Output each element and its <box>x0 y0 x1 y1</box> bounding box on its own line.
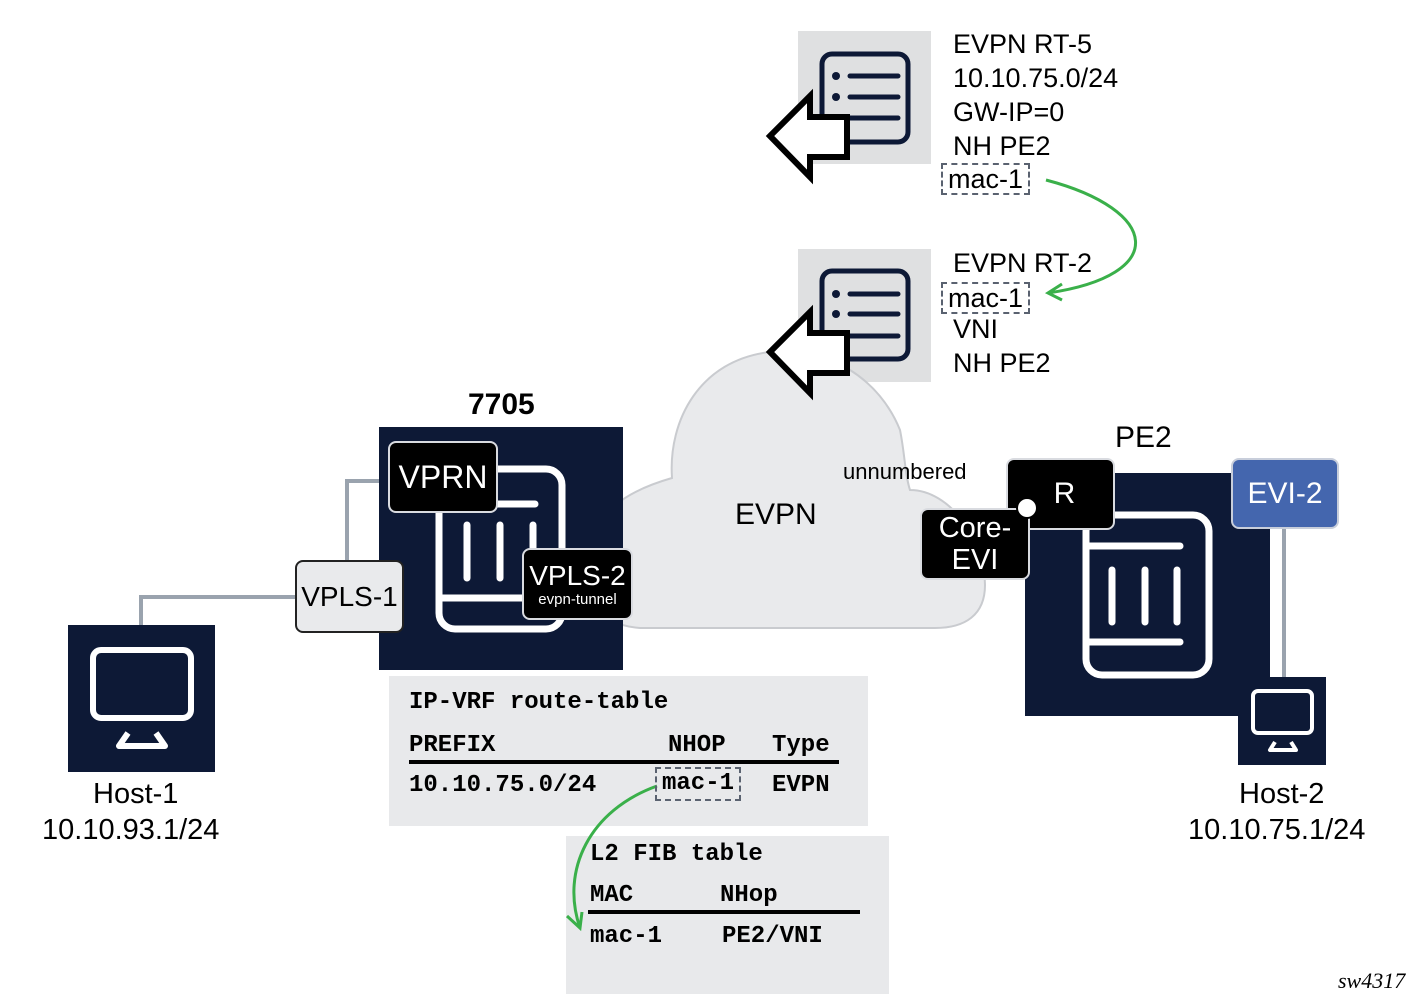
arrow-left-icon <box>765 304 850 401</box>
evi2-chip[interactable]: EVI-2 <box>1231 458 1339 529</box>
l2-fib-table-panel <box>566 836 889 994</box>
ip-vrf-table-title: IP-VRF route-table <box>409 689 669 716</box>
vpls1-label: VPLS-1 <box>301 580 398 612</box>
arrow-left-icon <box>765 88 850 185</box>
l2-fib-col-nhop: NHop <box>720 882 778 909</box>
core-evi-label-2: EVI <box>951 544 999 576</box>
rt5-mac: mac-1 <box>940 163 1031 195</box>
core-evi-label-1: Core- <box>938 512 1012 544</box>
rt2-line: NH PE2 <box>953 348 1051 378</box>
router-7705-label: 7705 <box>468 388 535 421</box>
evi2-label: EVI-2 <box>1247 476 1323 510</box>
host2-name: Host-2 <box>1239 778 1325 810</box>
l2-fib-header-rule <box>588 910 860 914</box>
l2-fib-col-mac: MAC <box>590 882 634 909</box>
link-host1-vpls1 <box>139 595 296 626</box>
vpls2-sublabel: evpn-tunnel <box>538 590 617 608</box>
rt2-line: VNI <box>953 314 999 344</box>
ip-vrf-col-nhop: NHOP <box>668 732 726 759</box>
ip-vrf-col-prefix: PREFIX <box>409 732 496 759</box>
unnumbered-label: unnumbered <box>843 459 967 484</box>
rt2-text: EVPN RT-2 <box>953 246 1092 280</box>
router-icon <box>1082 511 1213 679</box>
evpn-cloud <box>584 350 987 629</box>
rt2-title: EVPN RT-2 <box>953 248 1093 278</box>
r-label: R <box>1053 477 1076 510</box>
host2-ip: 10.10.75.1/24 <box>1188 814 1366 846</box>
ip-vrf-cell-type: EVPN <box>772 772 830 799</box>
link-vpls1-vprn <box>345 479 392 560</box>
ip-vrf-header-rule <box>409 760 839 764</box>
host1-ip: 10.10.93.1/24 <box>42 814 220 846</box>
vprn-chip[interactable]: VPRN <box>388 441 498 513</box>
mac-link-arrow <box>1045 178 1137 295</box>
l2-fib-table-title: L2 FIB table <box>590 841 763 868</box>
rt5-line: EVPN RT-5 <box>953 29 1093 59</box>
mac-link-arrow <box>572 784 658 929</box>
vpls2-chip[interactable]: VPLS-2 evpn-tunnel <box>522 548 633 620</box>
rt2-mac: mac-1 <box>940 282 1031 314</box>
ip-vrf-cell-nhop: mac-1 <box>654 767 742 801</box>
monitor-icon <box>90 647 194 749</box>
vprn-label: VPRN <box>398 458 488 495</box>
monitor-icon <box>1251 689 1314 752</box>
rt5-line: NH PE2 <box>953 131 1051 161</box>
vpls1-chip[interactable]: VPLS-1 <box>295 560 404 633</box>
pe2-label: PE2 <box>1115 421 1172 454</box>
cloud-label: EVPN <box>735 498 817 531</box>
figure-id: sw4317 <box>1338 968 1406 993</box>
rt5-text: EVPN RT-5 10.10.75.0/24 GW-IP=0 NH PE2 <box>953 27 1118 163</box>
route-list-icon <box>819 268 911 362</box>
r-chip[interactable]: R <box>1006 458 1115 530</box>
rt5-line: GW-IP=0 <box>953 97 1065 127</box>
l2-fib-cell-nhop: PE2/VNI <box>722 923 823 950</box>
arrowhead-icon <box>1044 282 1063 302</box>
ip-vrf-col-type: Type <box>772 732 830 759</box>
core-evi-chip[interactable]: Core- EVI <box>920 508 1030 580</box>
route-list-icon <box>819 51 911 145</box>
arrowhead-icon <box>565 911 584 932</box>
host1-name: Host-1 <box>93 778 179 810</box>
l2-fib-cell-mac: mac-1 <box>590 923 663 950</box>
vpls2-label: VPLS-2 <box>529 559 626 591</box>
connection-dot <box>1016 497 1038 519</box>
rt5-line: 10.10.75.0/24 <box>953 63 1119 93</box>
ip-vrf-cell-prefix: 10.10.75.0/24 <box>409 772 597 799</box>
